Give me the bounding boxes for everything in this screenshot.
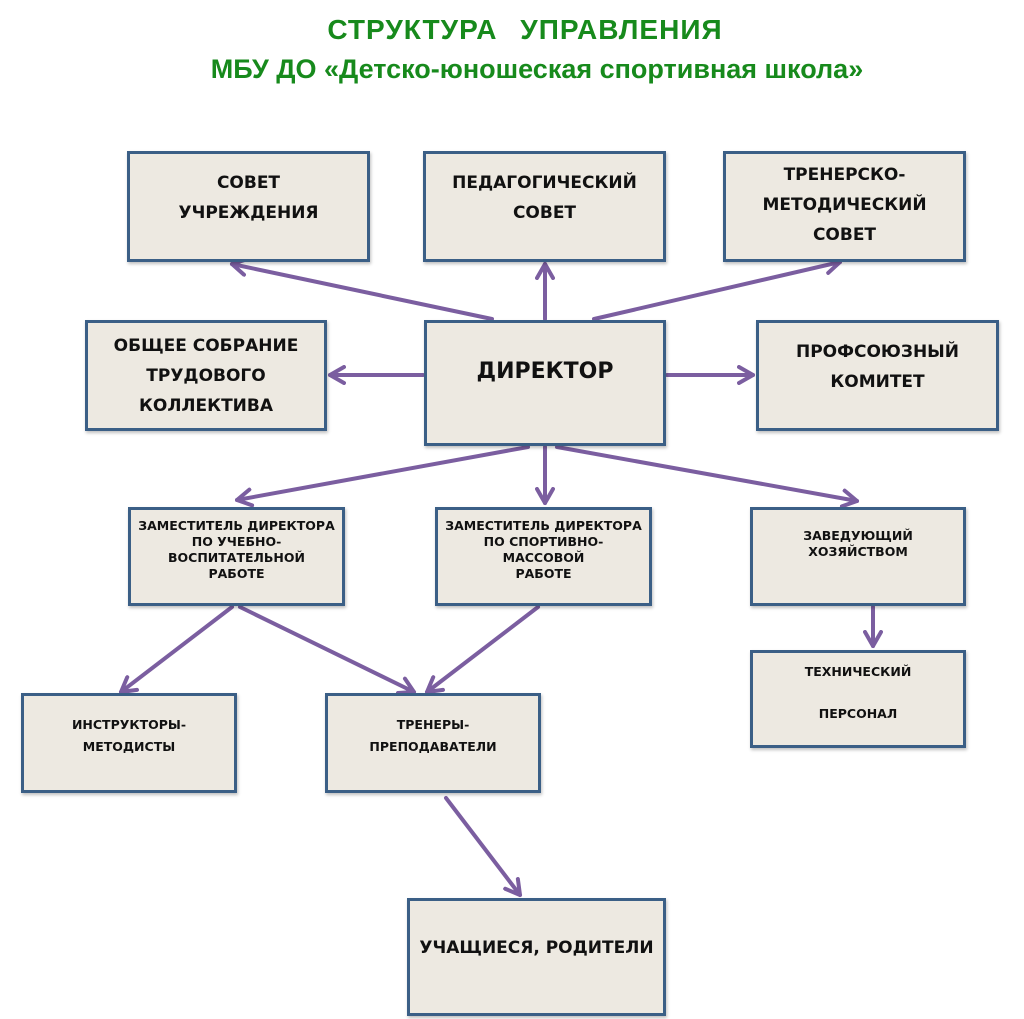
node-label-line: МАССОВОЙ xyxy=(502,550,585,565)
node-label-line: ЗАМЕСТИТЕЛЬ ДИРЕКТОРА xyxy=(138,518,335,533)
arrow-director-to-housekeeping xyxy=(555,445,859,509)
node-label-line: ВОСПИТАТЕЛЬНОЙ xyxy=(168,550,305,565)
node-label-line: КОЛЛЕКТИВА xyxy=(138,396,274,416)
node-label-line: СОВЕТ xyxy=(216,173,281,193)
diagram-subtitle: МБУ ДО «Детско-юношеская спортивная школ… xyxy=(210,54,864,84)
node-label-line: ДИРЕКТОР xyxy=(476,359,614,384)
node-council: СОВЕТ УЧРЕЖДЕНИЯ xyxy=(127,151,370,262)
node-label-line: ТРЕНЕРСКО- xyxy=(783,165,906,185)
diagram-title: СТРУКТУРА УПРАВЛЕНИЯ xyxy=(327,14,723,45)
node-label-line: ТРУДОВОГО xyxy=(146,366,266,386)
node-label-line: ПРЕПОДАВАТЕЛИ xyxy=(369,739,497,754)
node-label-line xyxy=(856,682,860,703)
node-label-line: МЕТОДИЧЕСКИЙ xyxy=(762,195,927,215)
arrow-deputy_edu-to-instructors xyxy=(119,605,234,694)
node-label-line: УЧРЕЖДЕНИЯ xyxy=(178,203,319,223)
node-pedagogical-council: ПЕДАГОГИЧЕСКИЙ СОВЕТ xyxy=(423,151,666,262)
node-label-line: ПЕДАГОГИЧЕСКИЙ xyxy=(452,173,637,193)
arrow-deputy_edu-to-trainers xyxy=(238,605,416,696)
node-coaching-methodical-council: ТРЕНЕРСКО- МЕТОДИЧЕСКИЙ СОВЕТ xyxy=(723,151,966,262)
arrow-director-to-deputy_edu xyxy=(235,445,530,508)
node-label-line: ИНСТРУКТОРЫ- xyxy=(71,717,187,732)
node-technical-staff: ТЕХНИЧЕСКИЙ ПЕРСОНАЛ xyxy=(750,650,966,748)
node-label-line: ОБЩЕЕ СОБРАНИЕ xyxy=(113,336,299,356)
node-instructors-methodists: ИНСТРУКТОРЫ- МЕТОДИСТЫ xyxy=(21,693,237,793)
node-label-line: МЕТОДИСТЫ xyxy=(82,739,176,754)
arrow-director-to-coaching xyxy=(592,255,842,321)
node-label-line: ТРЕНЕРЫ- xyxy=(396,717,470,732)
node-label-line: ПРОФСОЮЗНЫЙ xyxy=(795,342,960,362)
node-label-line: СОВЕТ xyxy=(512,203,577,223)
node-trainers-teachers: ТРЕНЕРЫ- ПРЕПОДАВАТЕЛИ xyxy=(325,693,541,793)
arrow-trainers-to-students xyxy=(444,796,522,897)
node-label-line: УЧАЩИЕСЯ, РОДИТЕЛИ xyxy=(419,938,654,958)
node-label-line: ПЕРСОНАЛ xyxy=(818,706,898,721)
node-trade-union: ПРОФСОЮЗНЫЙ КОМИТЕТ xyxy=(756,320,999,431)
node-label-line: РАБОТЕ xyxy=(208,566,265,581)
node-students-parents: УЧАЩИЕСЯ, РОДИТЕЛИ xyxy=(407,898,666,1016)
node-label-line: ПО УЧЕБНО- xyxy=(191,534,282,549)
node-label-line: КОМИТЕТ xyxy=(830,372,925,392)
node-label-line: СОВЕТ xyxy=(812,225,877,245)
node-label-line: РАБОТЕ xyxy=(515,566,572,581)
arrow-deputy_sport-to-trainers xyxy=(425,605,540,694)
node-general-assembly: ОБЩЕЕ СОБРАНИЕ ТРУДОВОГО КОЛЛЕКТИВА xyxy=(85,320,327,431)
node-label-line: ЗАМЕСТИТЕЛЬ ДИРЕКТОРА xyxy=(445,518,642,533)
node-label-line: ПО СПОРТИВНО- xyxy=(483,534,604,549)
node-label-line: ТЕХНИЧЕСКИЙ xyxy=(804,664,912,679)
node-label-line: ХОЗЯЙСТВОМ xyxy=(808,544,908,559)
node-director: ДИРЕКТОР xyxy=(424,320,666,446)
node-label-line: ЗАВЕДУЮЩИЙ xyxy=(803,528,913,543)
arrow-director-to-council xyxy=(230,257,494,321)
